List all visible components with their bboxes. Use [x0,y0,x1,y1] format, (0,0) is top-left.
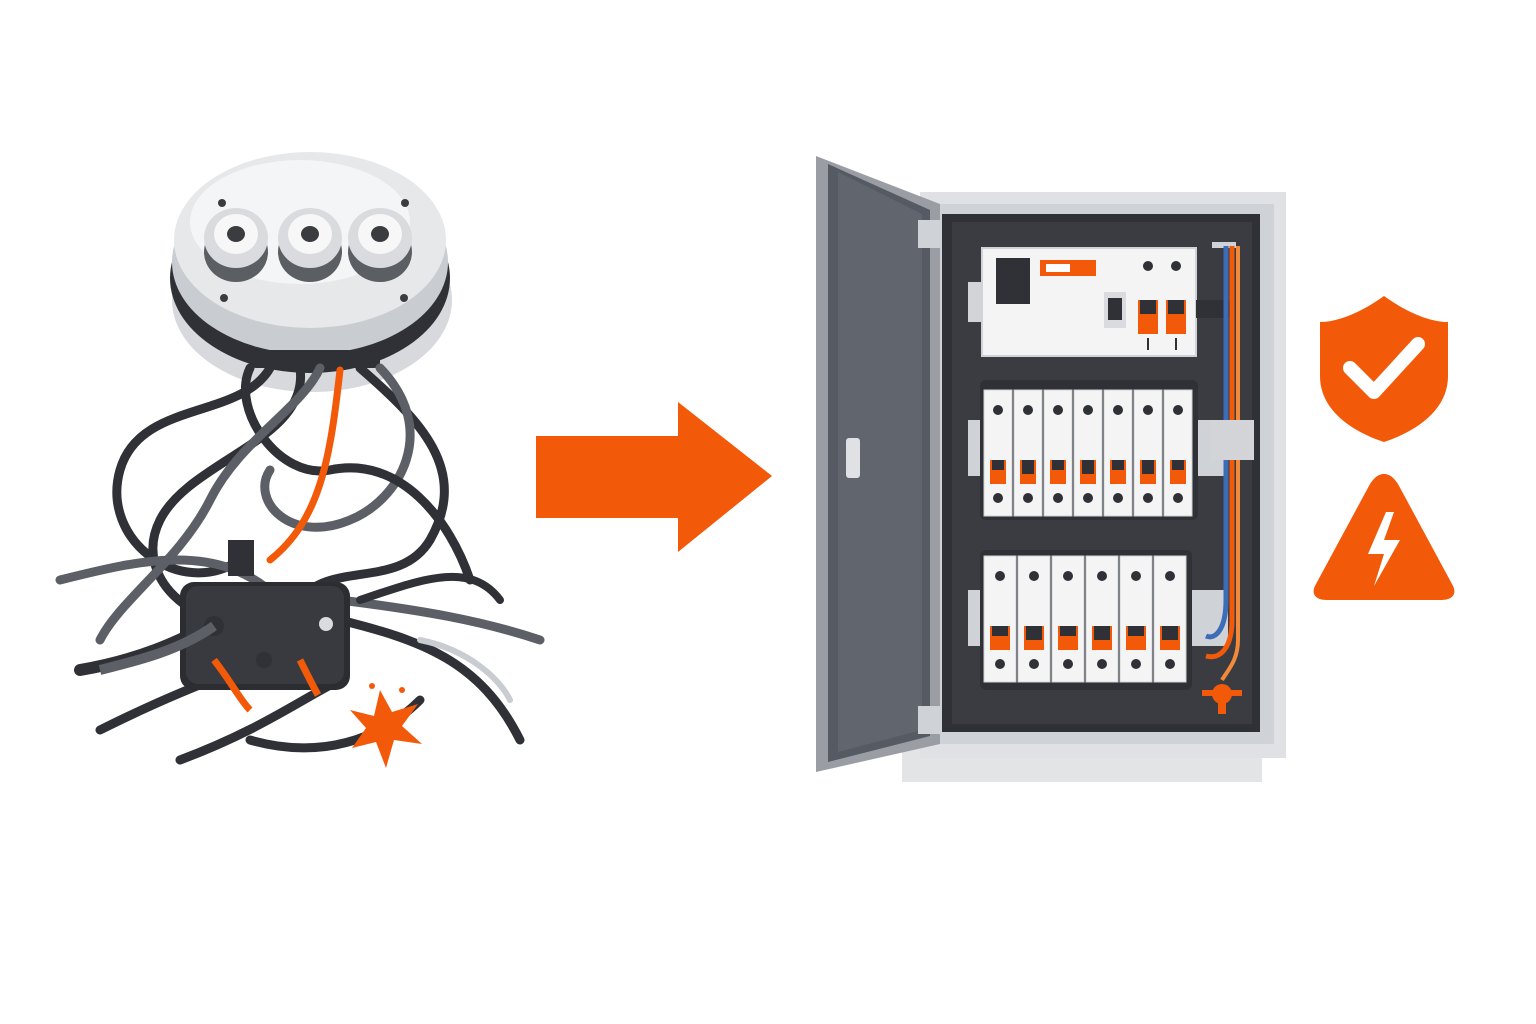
cable-bundle [1202,242,1254,714]
fuse-plug-icon [204,208,268,282]
circuit-breaker [1051,555,1085,683]
circuit-breaker [1013,389,1043,517]
circuit-breaker [983,389,1013,517]
circuit-breaker [1103,389,1133,517]
junction-box-icon [98,540,350,713]
fuse-plug-icon [278,208,342,282]
modern-breaker-panel-icon [816,156,1286,782]
circuit-breaker [983,555,1017,683]
tangled-wires-icon [55,363,545,765]
main-breaker-module [968,247,1232,357]
fuse-plug-icon [348,208,412,282]
electrical-warning-triangle-icon [1313,474,1455,600]
breaker-row-bottom [968,550,1228,690]
circuit-breaker [1133,389,1163,517]
breaker-row-top [968,380,1228,520]
circuit-breaker [1043,389,1073,517]
old-fuse-box-icon [170,152,452,392]
shield-check-icon [1320,296,1448,442]
right-arrow-icon [536,402,772,552]
circuit-breaker [1119,555,1153,683]
circuit-breaker [1085,555,1119,683]
circuit-breaker [1163,389,1193,517]
panel-door [816,156,940,772]
circuit-breaker [1017,555,1051,683]
circuit-breaker [1073,389,1103,517]
circuit-breaker [1153,555,1187,683]
spark-icon [350,683,422,768]
